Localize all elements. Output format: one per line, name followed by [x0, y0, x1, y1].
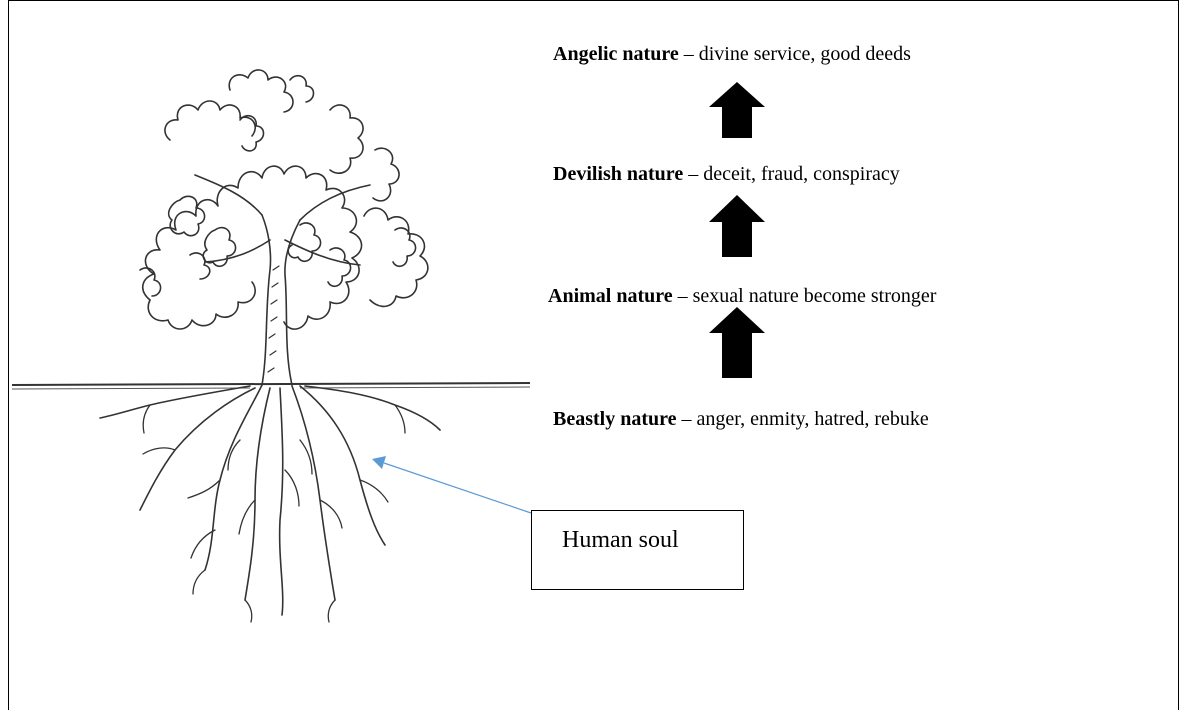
level-desc: – deceit, fraud, conspiracy	[683, 163, 900, 185]
human-soul-callout: Human soul	[531, 510, 744, 590]
callout-label: Human soul	[562, 527, 679, 553]
up-arrow-icon	[709, 307, 765, 378]
level-devilish: Devilish nature – deceit, fraud, conspir…	[553, 163, 900, 186]
level-desc: – sexual nature become stronger	[673, 285, 937, 307]
level-animal: Animal nature – sexual nature become str…	[548, 285, 936, 308]
up-arrow-icon	[709, 195, 765, 257]
level-name: Animal nature	[548, 285, 673, 307]
pointer-line	[384, 463, 531, 513]
level-beastly: Beastly nature – anger, enmity, hatred, …	[553, 408, 929, 431]
level-name: Angelic nature	[553, 43, 679, 65]
level-name: Beastly nature	[553, 408, 677, 430]
level-angelic: Angelic nature – divine service, good de…	[553, 43, 911, 66]
pointer-arrowhead	[372, 456, 386, 469]
tree-illustration	[100, 70, 440, 622]
up-arrow-icon	[709, 82, 765, 138]
ground-line	[12, 383, 530, 385]
level-desc: – anger, enmity, hatred, rebuke	[677, 408, 929, 430]
level-name: Devilish nature	[553, 163, 683, 185]
level-desc: – divine service, good deeds	[679, 43, 911, 65]
